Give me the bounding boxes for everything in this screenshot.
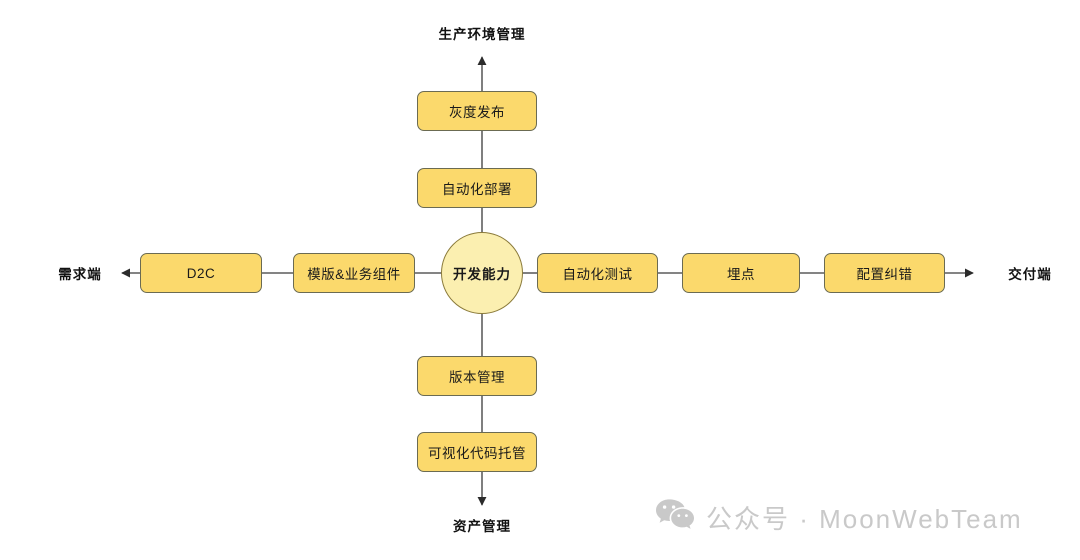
node-config-error-correction[interactable]: 配置纠错 [824, 253, 945, 293]
node-gray-release[interactable]: 灰度发布 [417, 91, 537, 131]
wechat-icon [655, 498, 695, 537]
node-tracking-point[interactable]: 埋点 [682, 253, 800, 293]
node-visual-code-hosting[interactable]: 可视化代码托管 [417, 432, 537, 472]
endpoint-left-label: 需求端 [58, 267, 102, 282]
endpoint-right-label: 交付端 [1008, 267, 1052, 282]
node-d2c[interactable]: D2C [140, 253, 262, 293]
node-version-management[interactable]: 版本管理 [417, 356, 537, 396]
node-template-business-component[interactable]: 模版&业务组件 [293, 253, 415, 293]
endpoint-bottom-label: 资产管理 [453, 519, 511, 534]
watermark: 公众号 · MoonWebTeam [655, 493, 1023, 541]
node-automated-testing[interactable]: 自动化测试 [537, 253, 658, 293]
watermark-text: 公众号 · MoonWebTeam [706, 503, 1023, 534]
node-automated-deployment[interactable]: 自动化部署 [417, 168, 537, 208]
hub-node-development-capability[interactable]: 开发能力 [441, 232, 523, 314]
endpoint-top-label: 生产环境管理 [438, 27, 526, 42]
